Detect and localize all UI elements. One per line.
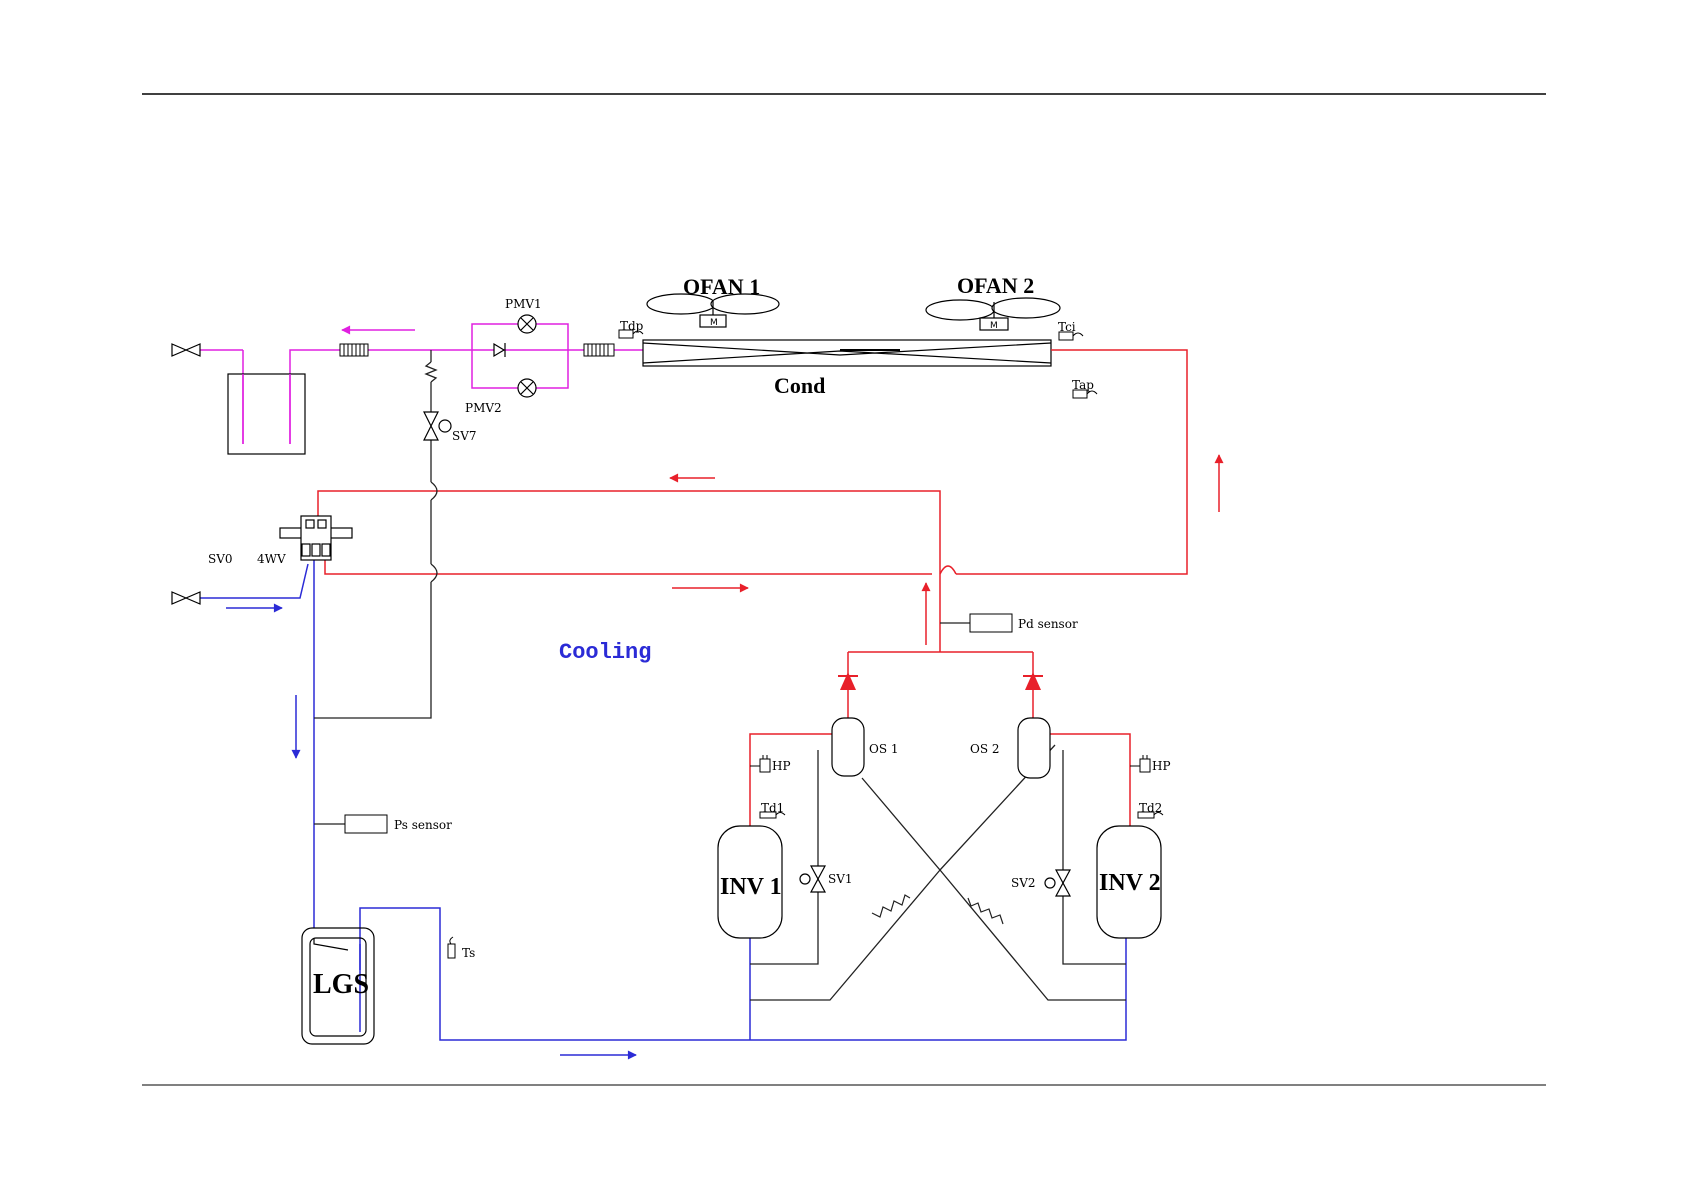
check-valve-os2-icon xyxy=(1023,672,1043,690)
pd-sensor-icon xyxy=(970,614,1012,632)
sv2-label: SV2 xyxy=(1011,876,1036,890)
sv1-valve-icon xyxy=(800,866,825,892)
suction-service-valve-icon xyxy=(172,592,200,604)
tci-label: Tci xyxy=(1058,320,1076,334)
outdoor-fan-2: M xyxy=(926,298,1060,331)
capillary-tube-1 xyxy=(872,895,910,917)
inv2-label: INV 2 xyxy=(1099,870,1161,896)
td1-label: Td1 xyxy=(761,801,784,815)
four-way-valve-icon xyxy=(280,516,352,560)
liquid-service-valve-icon xyxy=(172,344,200,356)
svg-text:M: M xyxy=(710,318,718,328)
os1-label: OS 1 xyxy=(869,742,899,756)
ofan2-label: OFAN 2 xyxy=(957,273,1034,298)
check-valve-os1-icon xyxy=(838,672,858,690)
tdp-label: Tdp xyxy=(620,319,644,333)
ts-label: Ts xyxy=(462,946,475,960)
td2-label: Td2 xyxy=(1139,801,1162,815)
pmv2-valve-icon xyxy=(518,379,536,397)
sv2-valve-icon xyxy=(1045,870,1070,896)
outdoor-fan-1: M xyxy=(647,294,779,328)
tap-label: Tap xyxy=(1072,378,1094,392)
condenser xyxy=(643,340,1051,366)
inv1-label: INV 1 xyxy=(720,874,782,900)
receiver-tank xyxy=(228,374,305,454)
sv7-valve-icon xyxy=(424,412,451,440)
cooling-mode-label: Cooling xyxy=(559,640,651,665)
ps-sensor-label: Ps sensor xyxy=(394,818,452,832)
sv7-label: SV7 xyxy=(452,429,477,443)
pd-sensor-label: Pd sensor xyxy=(1018,617,1078,631)
ofan1-label: OFAN 1 xyxy=(683,274,760,299)
sv0-label: SV0 xyxy=(208,552,233,566)
hp1-label: HP xyxy=(772,759,791,773)
pmv1-valve-icon xyxy=(518,315,536,333)
4wv-label: 4WV xyxy=(257,552,286,566)
strainer-icon xyxy=(584,344,614,356)
pmv2-label: PMV2 xyxy=(465,401,502,415)
ps-sensor-icon xyxy=(345,815,387,833)
check-valve-icon xyxy=(494,343,505,357)
svg-text:M: M xyxy=(990,321,998,331)
ts-sensor-icon xyxy=(448,937,455,958)
condenser-label: Cond xyxy=(774,373,825,398)
oil-separator-2 xyxy=(1018,718,1050,778)
sv1-label: SV1 xyxy=(828,872,853,886)
os2-label: OS 2 xyxy=(970,742,1000,756)
hp2-label: HP xyxy=(1152,759,1171,773)
liquid-line xyxy=(200,324,643,444)
hp-switch-1-icon xyxy=(750,755,770,772)
strainer-icon xyxy=(340,344,368,356)
pmv1-label: PMV1 xyxy=(505,297,542,311)
oil-separator-1 xyxy=(832,718,864,776)
lgs-label: LGS xyxy=(313,969,369,1000)
hp-switch-2-icon xyxy=(1130,755,1150,772)
